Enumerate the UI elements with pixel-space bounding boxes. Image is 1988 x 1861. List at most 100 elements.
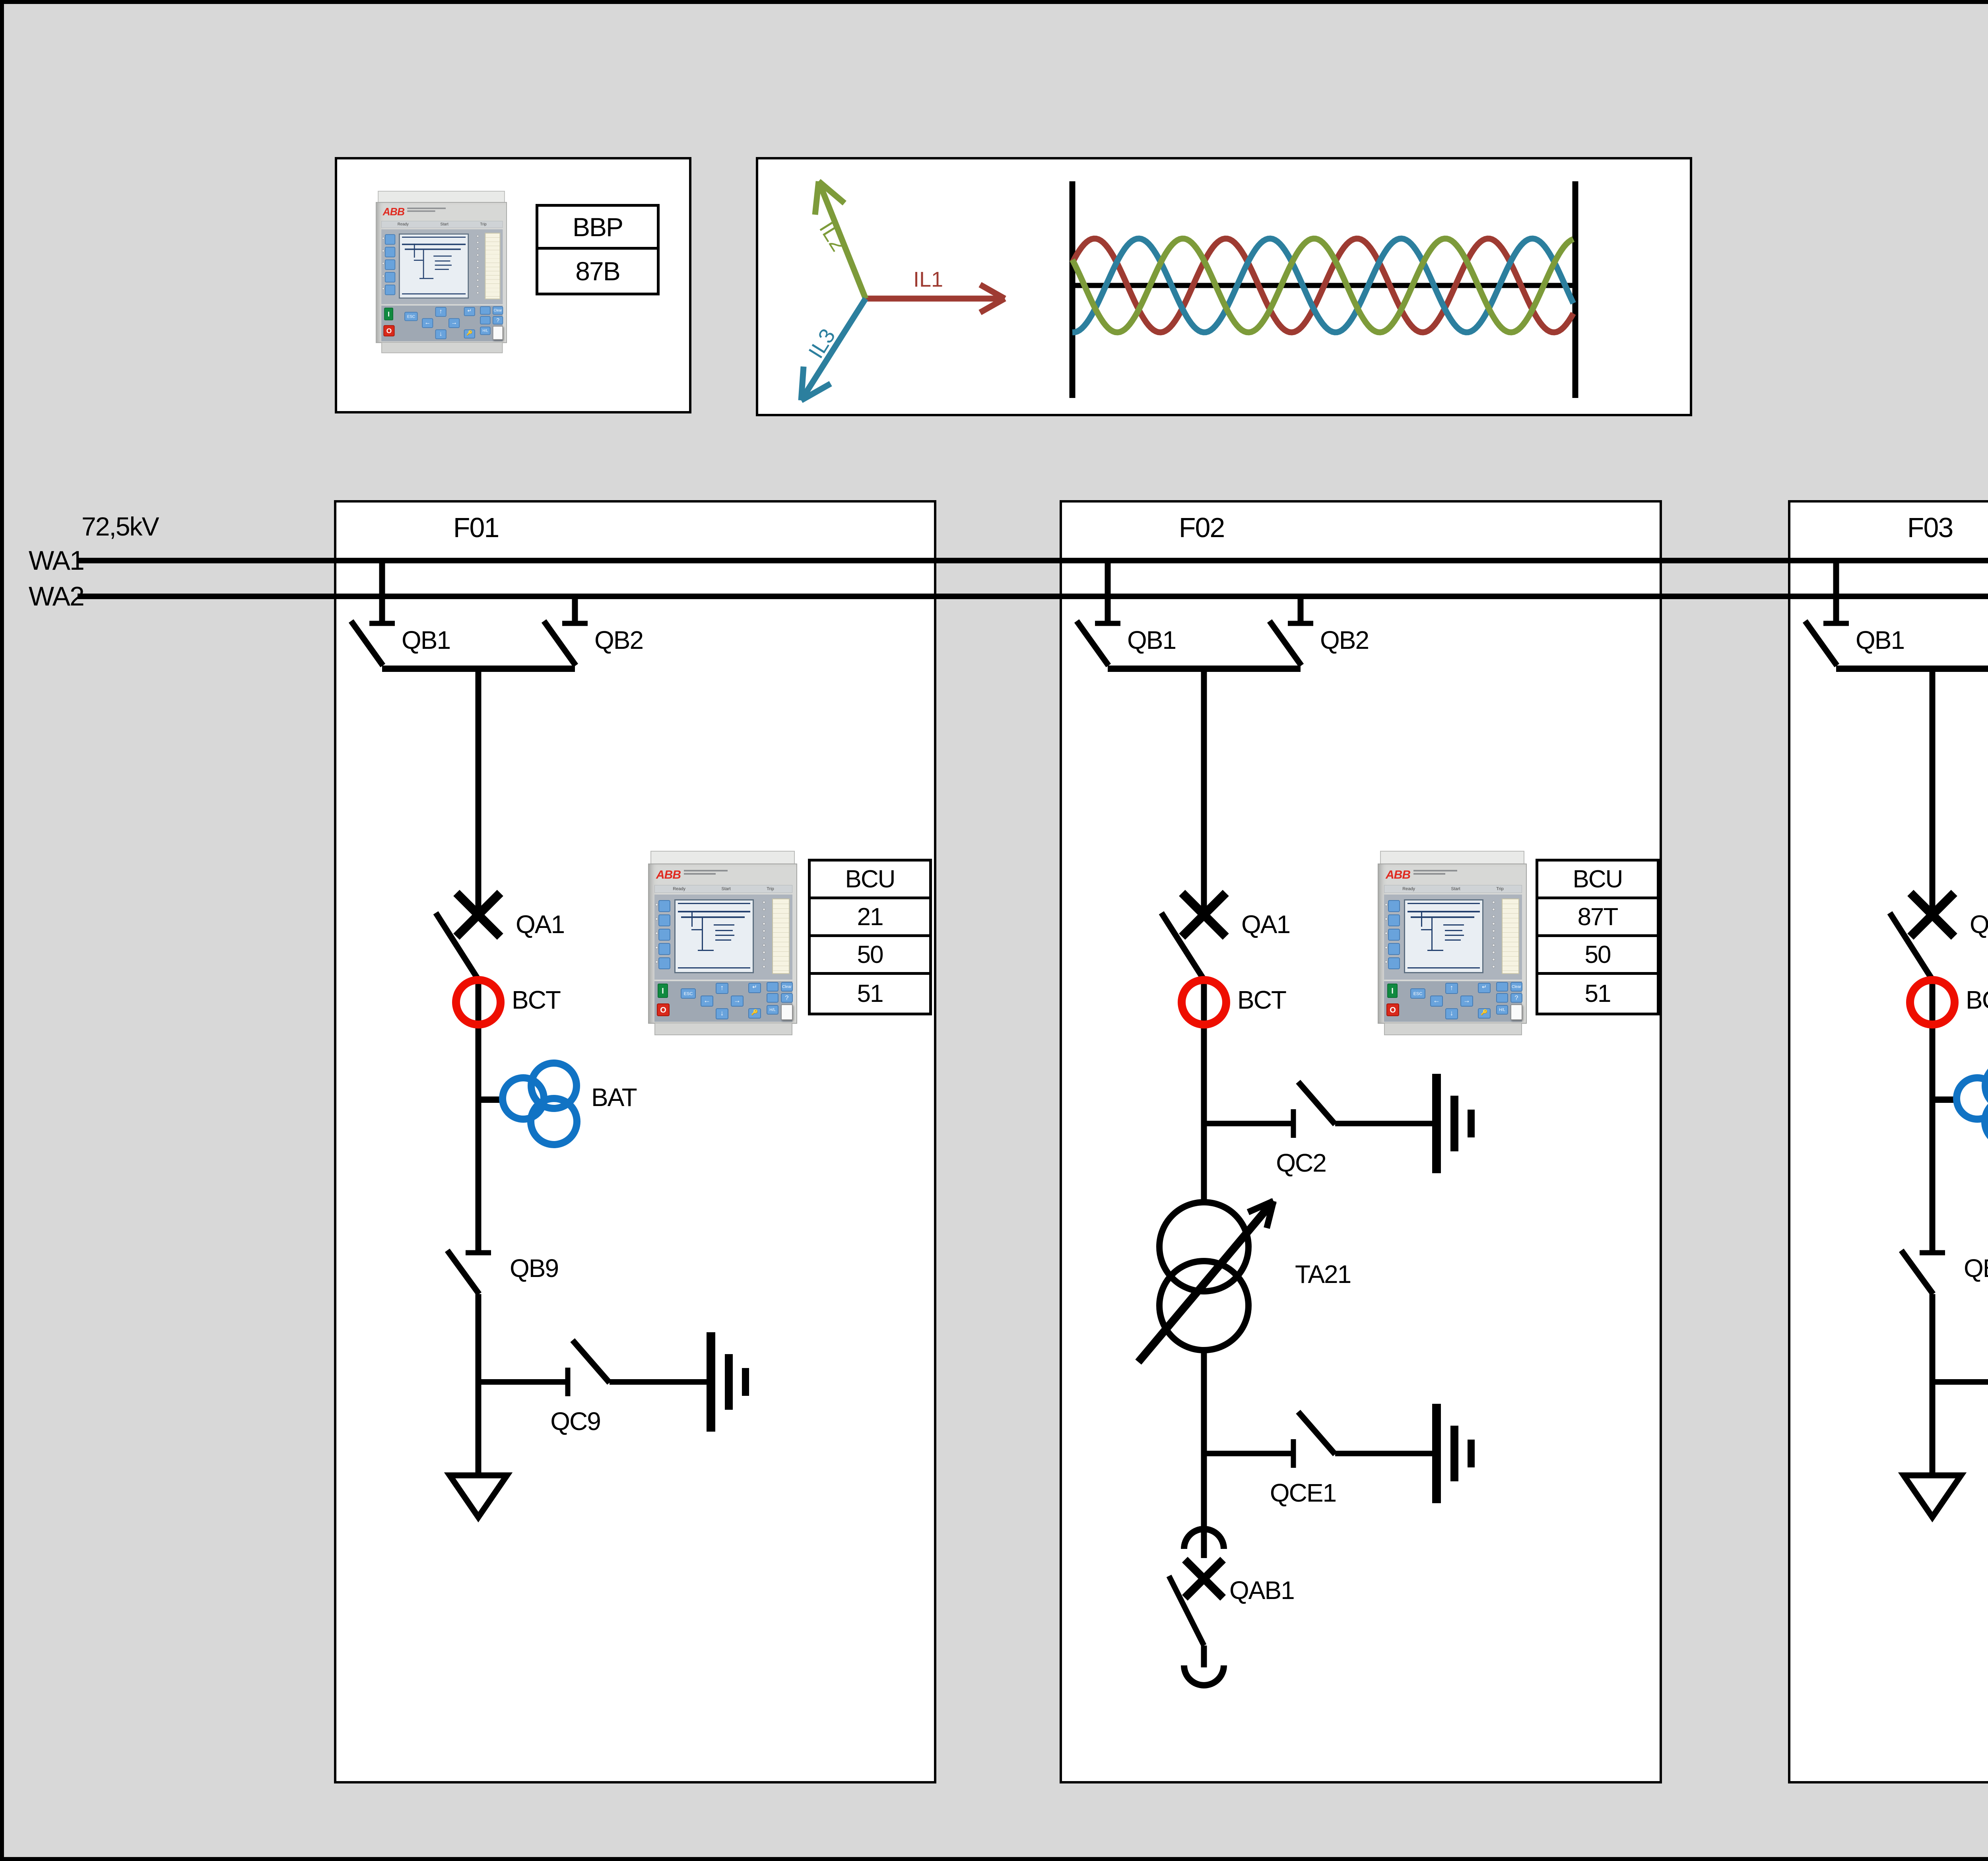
relay-led xyxy=(382,237,384,240)
bcu-cell: BCU xyxy=(811,862,929,899)
relay-function-button xyxy=(658,943,670,955)
relay-function-button xyxy=(384,246,396,258)
abb-logo: ABB xyxy=(656,868,681,881)
waveform-phase-a xyxy=(1070,235,1576,336)
disconnector-qb1 xyxy=(1802,563,1849,668)
relay-led-label: Start xyxy=(721,887,731,891)
relay-led xyxy=(1492,915,1495,918)
relay-led xyxy=(763,908,765,911)
earthing-switch-qc9 xyxy=(478,1332,749,1432)
relay-led xyxy=(476,235,479,238)
disconnector-qb1 xyxy=(1074,563,1120,668)
relay-led-label: Trip xyxy=(480,222,487,227)
relay-arrow-up-button: ↑ xyxy=(1445,983,1458,994)
relay-led xyxy=(655,946,658,949)
relay-led xyxy=(382,287,384,290)
label-f01-bat: BAT xyxy=(591,1083,637,1112)
current-transformer-bct xyxy=(1906,976,1959,1028)
relay-image-f01: ABB Ready Start Trip xyxy=(648,851,797,1035)
relay-top-cap xyxy=(1380,851,1524,864)
label-f02-qb2: QB2 xyxy=(1320,626,1369,654)
bay-title-f03: F03 xyxy=(1907,512,1954,543)
bcu-cell: 87T xyxy=(1538,899,1657,937)
disconnector-qb9 xyxy=(445,1248,491,1296)
relay-screen-panel xyxy=(381,229,503,305)
relay-enter-button: ↵ xyxy=(1478,983,1491,993)
bay-f02-circuit xyxy=(1074,563,1475,1688)
bcu-cell: BCU xyxy=(1538,862,1657,899)
bay-title-f01: F01 xyxy=(453,512,500,543)
relay-led xyxy=(382,275,384,278)
label-f02-qb1: QB1 xyxy=(1127,626,1176,654)
relay-label-strip xyxy=(772,898,790,974)
bay-title-f02: F02 xyxy=(1178,512,1225,543)
relay-led xyxy=(382,249,384,252)
relay-led xyxy=(1492,944,1495,947)
circuit-breaker-qa1-blade xyxy=(433,911,481,982)
relay-led xyxy=(1492,908,1495,911)
relay-hl-button: H/L xyxy=(480,326,491,335)
relay-led xyxy=(1492,958,1495,961)
relay-function-button xyxy=(658,957,670,969)
label-f02-bct: BCT xyxy=(1237,986,1287,1014)
relay-top-cap xyxy=(650,851,795,864)
circuit-breaker-qa1-blade xyxy=(1159,911,1207,982)
relay-function-button xyxy=(384,259,396,270)
label-f01-qb2: QB2 xyxy=(594,626,644,654)
bay-box-f01 xyxy=(334,500,936,1783)
disconnector-qb2 xyxy=(1267,599,1313,668)
relay-esc-button: ESC xyxy=(681,988,696,999)
bbp-table: BBP 87B xyxy=(536,204,660,295)
phasor-waveform-box: IL1 IL2 IL3 xyxy=(756,157,1692,416)
label-f02-qc2: QC2 xyxy=(1276,1149,1327,1177)
relay-open-button: O xyxy=(657,1003,670,1016)
bay-box-f03 xyxy=(1788,500,1988,1783)
relay-hl-button: H/L xyxy=(1496,1005,1508,1015)
relay-lcd-screen xyxy=(1404,899,1483,973)
relay-knob xyxy=(1510,1004,1522,1020)
relay-function-button xyxy=(1388,914,1400,926)
earthing-switch-qce1 xyxy=(1204,1404,1475,1503)
phasor-il2-arrow xyxy=(812,179,868,300)
earthing-switch-qc9 xyxy=(1932,1379,1988,1385)
relay-led xyxy=(655,903,658,906)
bcu-cell: 51 xyxy=(1584,980,1611,1007)
relay-nameplate-line xyxy=(407,208,446,209)
relay-keypad-panel: I O ESC ↑ ← → ↓ ↵ 🔑 Clear ? H/L xyxy=(654,981,793,1022)
relay-led xyxy=(1492,965,1495,968)
disconnector-qb1 xyxy=(348,563,395,668)
relay-key-button: 🔑 xyxy=(748,1008,761,1019)
relay-status-leds: Ready Start Trip xyxy=(654,885,792,893)
bcu-table-f01: BCU 21 50 51 xyxy=(808,859,932,1015)
relay-led xyxy=(655,932,658,935)
relay-arrow-left-button: ← xyxy=(1430,996,1443,1007)
current-transformer-bct xyxy=(452,976,505,1028)
relay-arrow-left-button: ← xyxy=(701,996,713,1007)
relay-led xyxy=(476,241,479,244)
label-f01-qc9: QC9 xyxy=(550,1407,601,1436)
relay-list-button xyxy=(767,993,779,1003)
label-f03-bct: BCT xyxy=(1966,986,1988,1014)
phasor-il1-arrow xyxy=(866,282,1006,315)
relay-led-label: Trip xyxy=(1496,887,1504,891)
label-f01-qb1: QB1 xyxy=(402,626,451,654)
label-f02-qab1: QAB1 xyxy=(1229,1576,1295,1605)
relay-led-label: Start xyxy=(1451,887,1460,891)
relay-function-button xyxy=(384,272,396,283)
relay-led xyxy=(1492,937,1495,939)
relay-led xyxy=(655,961,658,963)
relay-led xyxy=(1492,901,1495,904)
relay-keypad-panel: I O ESC ↑ ← → ↓ ↵ 🔑 Clear ? H/L xyxy=(1384,981,1522,1022)
phasor-waveform-diagram: IL1 IL2 IL3 xyxy=(798,179,1578,403)
relay-led xyxy=(763,944,765,947)
bbp-table-cell: 87B xyxy=(575,256,620,286)
relay-function-button xyxy=(658,900,670,912)
relay-menu-button xyxy=(1496,982,1508,992)
relay-status-leds: Ready Start Trip xyxy=(1384,885,1522,893)
label-f01-qb9: QB9 xyxy=(510,1254,559,1283)
relay-arrow-left-button: ← xyxy=(422,318,433,328)
label-f01-bct: BCT xyxy=(512,986,561,1014)
relay-bottom-plate xyxy=(1384,1023,1522,1035)
relay-function-button xyxy=(1388,929,1400,941)
